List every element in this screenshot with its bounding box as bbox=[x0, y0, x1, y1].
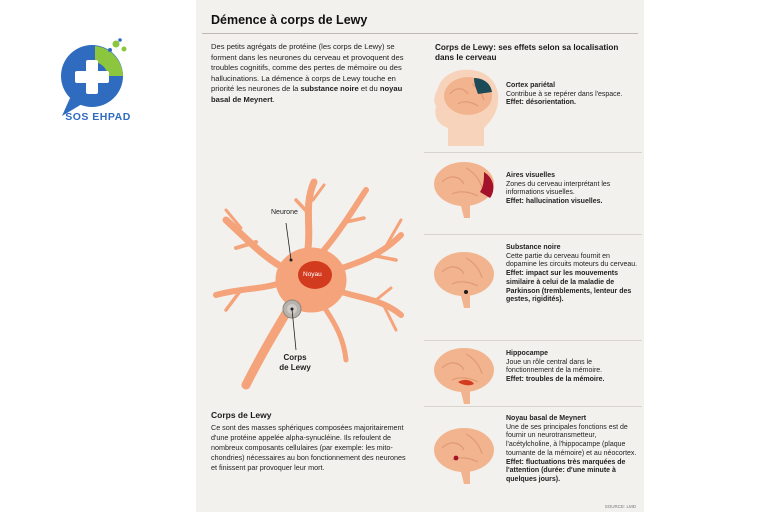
brain-icon bbox=[434, 348, 494, 404]
region-effect: Effet: hallucination visuelles. bbox=[506, 198, 603, 206]
region-effect: Effet: troubles de la mémoire. bbox=[506, 376, 605, 384]
region-title: Cortex pariétal bbox=[506, 82, 556, 89]
region-effect: Effet: fluctuations très marquées de l'a… bbox=[506, 458, 626, 483]
region-desc: Cette partie du cerveau fournit en dopam… bbox=[506, 252, 638, 269]
lewy-section-text: Ce sont des masses sphériques composées … bbox=[211, 423, 406, 472]
intro-bold-substance: substance noire bbox=[300, 84, 359, 94]
medical-cross-icon bbox=[61, 38, 127, 116]
nucleus-shape bbox=[298, 261, 332, 289]
brain-icon bbox=[434, 428, 494, 484]
title-divider bbox=[202, 33, 638, 34]
source-note: SOURCE: LMD bbox=[604, 504, 636, 509]
region-divider bbox=[424, 406, 642, 407]
region-text: Substance noire Cette partie du cerveau … bbox=[506, 244, 638, 305]
intro-bold-noyau: noyau basal de Meynert bbox=[211, 84, 403, 104]
lewy-section-title: Corps de Lewy bbox=[211, 410, 272, 420]
head-brain-icon bbox=[434, 69, 499, 146]
region-divider bbox=[424, 152, 642, 153]
region-desc: Joue un rôle central dans le fonctionnem… bbox=[506, 358, 603, 375]
hippocampus-highlight bbox=[458, 379, 474, 386]
label-neurone: Neurone bbox=[271, 209, 298, 216]
region-desc: Zones du cerveau interprétant les inform… bbox=[506, 180, 611, 197]
effects-title: Corps de Lewy: ses effets selon sa local… bbox=[435, 43, 619, 62]
brain-icon bbox=[434, 252, 494, 308]
region-noyau-basal: Noyau basal de Meynert Une de ses princi… bbox=[424, 406, 642, 512]
meynert-highlight bbox=[453, 455, 459, 461]
region-divider bbox=[424, 340, 642, 341]
region-cortex-parietal: Cortex pariétal Contribue à se repérer d… bbox=[424, 64, 642, 146]
label-corps-de-lewy: Corps de Lewy bbox=[270, 353, 320, 373]
region-title: Noyau basal de Meynert bbox=[506, 415, 587, 422]
brain-icon bbox=[434, 162, 494, 218]
intro-mid: et du bbox=[358, 84, 380, 94]
intro-end: . bbox=[272, 94, 275, 104]
region-aires-visuelles: Aires visuelles Zones du cerveau interpr… bbox=[424, 152, 642, 228]
region-text: Cortex pariétal Contribue à se repérer d… bbox=[506, 82, 638, 108]
effects-column: Corps de Lewy: ses effets selon sa local… bbox=[424, 36, 642, 512]
region-title: Hippocampe bbox=[506, 350, 549, 357]
intro-paragraph: Des petits agrégats de protéine (les cor… bbox=[211, 42, 416, 106]
region-divider bbox=[424, 234, 642, 235]
region-desc: Une de ses principales fonctions est de … bbox=[506, 423, 637, 457]
infographic-poster: Démence à corps de Lewy Des petits agrég… bbox=[196, 0, 644, 512]
logo-text: SOS EHPAD bbox=[65, 111, 131, 123]
region-effect: Effet: désorientation. bbox=[506, 99, 577, 107]
region-title: Aires visuelles bbox=[506, 172, 556, 179]
visual-highlight bbox=[480, 172, 494, 198]
region-text: Hippocampe Joue un rôle central dans le … bbox=[506, 350, 638, 385]
label-corps-line1: Corps bbox=[283, 353, 307, 362]
region-title: Substance noire bbox=[506, 244, 561, 251]
region-effect: Effet: impact sur les mouvements similai… bbox=[506, 270, 632, 304]
region-text: Aires visuelles Zones du cerveau interpr… bbox=[506, 172, 638, 207]
page-title: Démence à corps de Lewy bbox=[211, 13, 368, 27]
region-desc: Contribue à se repérer dans l'espace. bbox=[506, 90, 623, 98]
region-substance-noire: Substance noire Cette partie du cerveau … bbox=[424, 234, 642, 334]
substance-highlight bbox=[464, 290, 468, 294]
intro-text: Des petits agrégats de protéine (les cor… bbox=[211, 42, 404, 94]
region-text: Noyau basal de Meynert Une de ses princi… bbox=[506, 415, 638, 485]
neuron-illustration bbox=[213, 178, 404, 390]
region-hippocampe: Hippocampe Joue un rôle central dans le … bbox=[424, 340, 642, 406]
parietal-highlight bbox=[474, 78, 492, 94]
label-corps-line2: de Lewy bbox=[279, 363, 311, 372]
label-noyau: Noyau bbox=[303, 271, 322, 278]
